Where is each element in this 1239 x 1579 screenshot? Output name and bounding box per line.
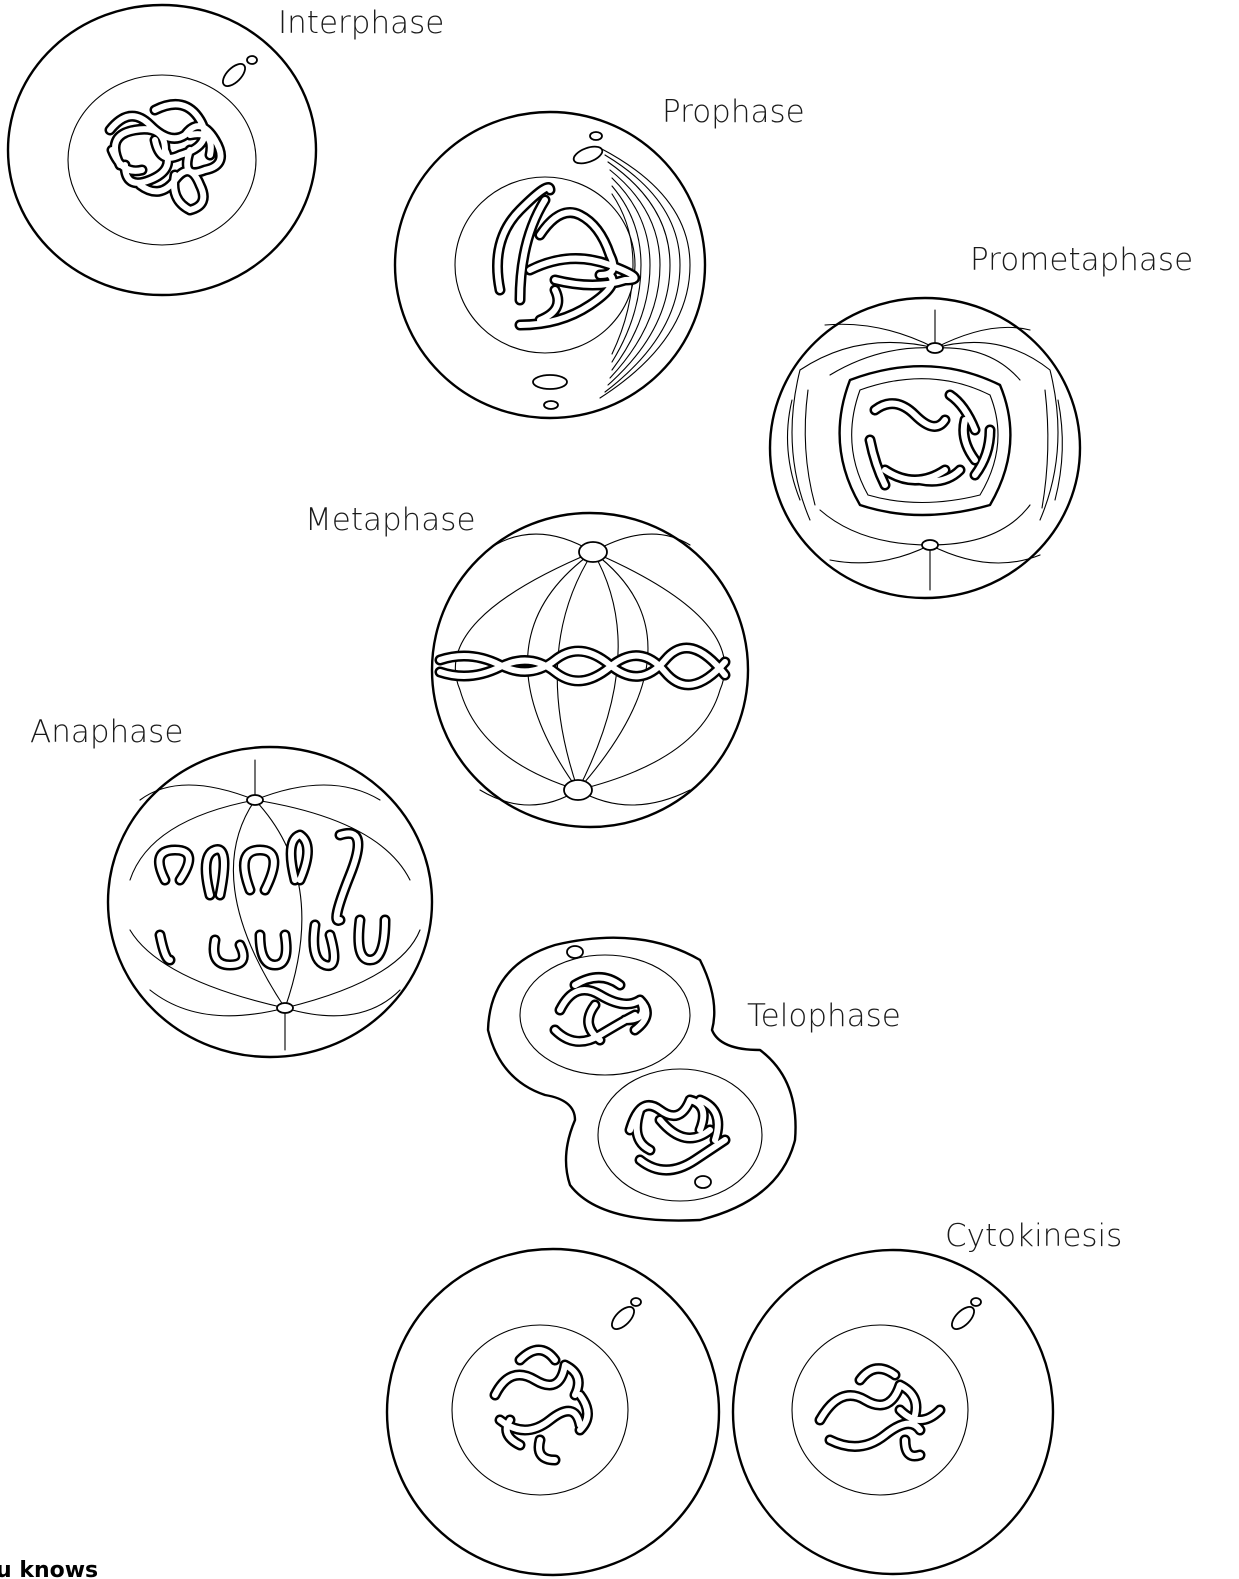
label-telophase: Telophase	[747, 998, 901, 1034]
cell-interphase	[8, 5, 316, 295]
label-prophase: Prophase	[662, 94, 805, 130]
daughter-cell-left	[387, 1249, 719, 1575]
centrosomes	[922, 343, 943, 550]
cell-anaphase	[108, 747, 432, 1057]
spindle-fibers	[130, 760, 420, 1050]
cells-cytokinesis	[387, 1249, 1053, 1575]
cell-prometaphase	[770, 298, 1080, 598]
centrosomes	[247, 795, 293, 1013]
label-interphase: Interphase	[278, 5, 444, 41]
cell-metaphase	[432, 513, 748, 827]
cell-membrane	[733, 1250, 1053, 1574]
cell-prophase	[395, 112, 705, 418]
label-metaphase: Metaphase	[305, 502, 476, 538]
chromatin	[110, 104, 221, 210]
decondensing-chromatin	[555, 978, 725, 1171]
cell-membrane-cleaving	[488, 938, 796, 1221]
centrosomes	[533, 132, 604, 409]
centrioles	[219, 56, 257, 90]
label-prometaphase: Prometaphase	[970, 242, 1193, 278]
cell-membrane	[108, 747, 432, 1057]
cell-telophase	[488, 938, 796, 1221]
label-cytokinesis: Cytokinesis	[945, 1218, 1122, 1254]
label-anaphase: Anaphase	[30, 714, 183, 750]
separating-chromatids	[159, 833, 385, 965]
metaphase-plate-chromosomes	[440, 648, 725, 685]
chromosomes	[870, 395, 990, 485]
daughter-cell-right	[733, 1250, 1053, 1574]
footer-cropped-text: u knows	[0, 1558, 98, 1579]
